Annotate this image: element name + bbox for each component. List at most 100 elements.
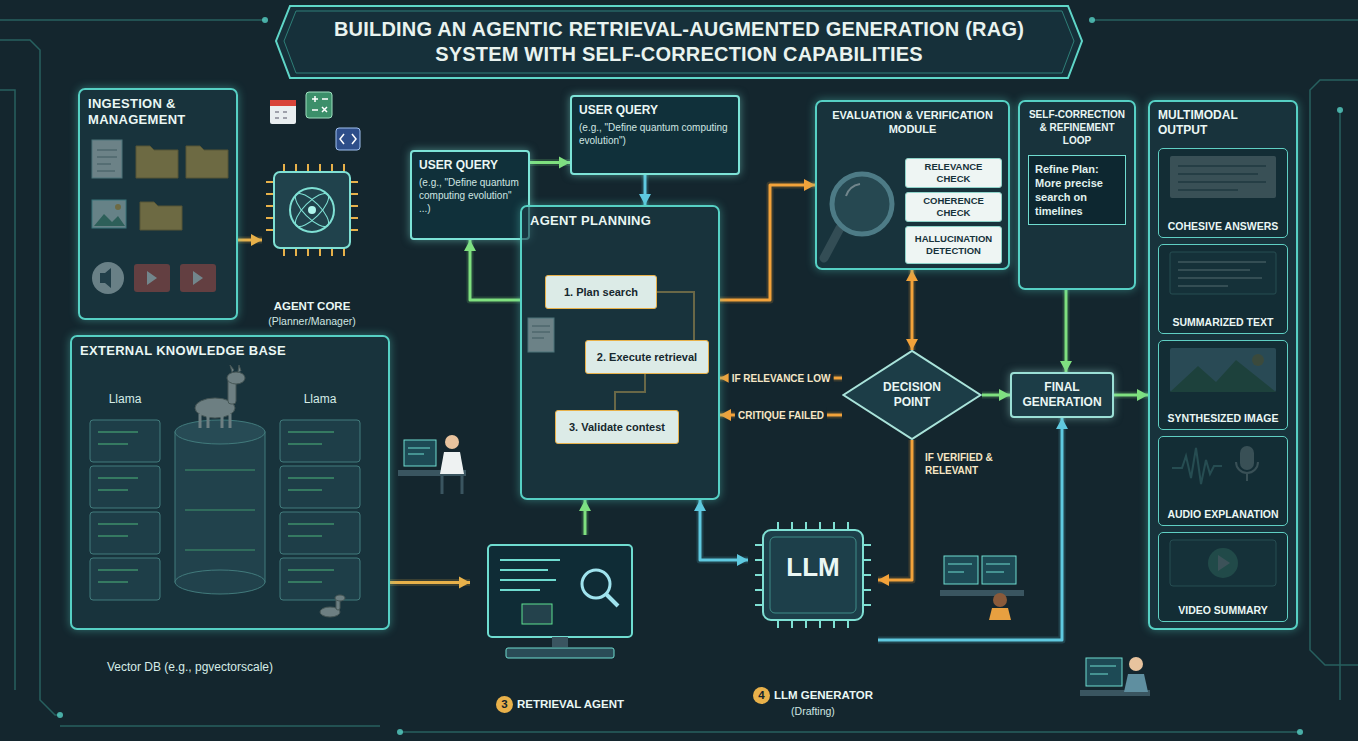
- node-text: (e.g., "Define quantum computing evoluti…: [419, 176, 521, 215]
- connector-line: [470, 240, 520, 300]
- circuit-trace: [1339, 110, 1341, 700]
- final-generation-box: FINAL GENERATION: [1010, 372, 1114, 418]
- node-text: 3: [496, 696, 513, 713]
- code-icon: [336, 128, 360, 150]
- operator-figure: [1080, 657, 1150, 696]
- calendar-icon: [270, 100, 296, 106]
- plan-step: 2. Execute retrieval: [585, 340, 709, 374]
- arrow-head: [906, 339, 918, 350]
- title-banner: [276, 6, 1082, 78]
- operator-figure: [398, 435, 466, 494]
- agent-core-chip: AGENT CORE(Planner/Manager): [262, 160, 362, 330]
- operator-figure: [1129, 657, 1143, 671]
- retrieval-monitor: [522, 604, 552, 624]
- node-text: (e.g., "Define quantum computing evoluti…: [579, 121, 731, 147]
- node-body: EXTERNAL KNOWLEDGE BASE: [80, 343, 380, 359]
- arrow-head: [464, 240, 476, 251]
- connector-line: [700, 500, 748, 560]
- connector: [878, 440, 912, 586]
- connector-glow: [909, 270, 916, 350]
- node-text: (Planner/Manager): [268, 314, 356, 328]
- circuit-node: [397, 729, 403, 735]
- retrieval-agent: 3RETRIEVAL AGENT: [470, 535, 650, 715]
- output-card: SUMMARIZED TEXT: [1158, 244, 1288, 334]
- arrow-head: [906, 270, 918, 281]
- processor-chip: [274, 172, 350, 248]
- connector: [906, 270, 918, 350]
- output-panel: MULTIMODAL OUTPUTCOHESIVE ANSWERSSUMMARI…: [1148, 100, 1298, 630]
- processor-chip: [291, 189, 333, 231]
- llm-chip: [763, 530, 863, 620]
- connector-glow: [700, 500, 748, 560]
- connector: [720, 179, 815, 300]
- operator-figure: [442, 476, 462, 494]
- connector: [579, 500, 591, 535]
- operator-figure: [982, 556, 1016, 584]
- circuit-node: [57, 17, 1343, 735]
- retrieval-monitor: [506, 648, 614, 658]
- circuit-trace: [0, 20, 1358, 732]
- output-card: SYNTHESIZED IMAGE: [1158, 340, 1288, 430]
- node-text: 3. Validate contest: [569, 421, 665, 433]
- edge-label: IF VERIFIED & RELEVANT: [922, 450, 1020, 478]
- node-text: INGESTION & MANAGEMENT: [88, 96, 228, 128]
- connector: [982, 389, 1010, 401]
- connector: [464, 240, 520, 300]
- node-text: AUDIO EXPLANATION: [1167, 508, 1278, 521]
- arrow-head: [1137, 389, 1148, 401]
- connector-glow: [878, 440, 912, 580]
- check-item: COHERENCE CHECK: [905, 192, 1002, 222]
- connector-line: [911, 270, 914, 350]
- arrow-head: [579, 500, 591, 511]
- processor-chip: [308, 206, 316, 214]
- node-text: 2. Execute retrieval: [597, 351, 697, 363]
- operator-figure: [440, 452, 464, 474]
- plan-step: 1. Plan search: [545, 275, 657, 309]
- node-text: 1. Plan search: [564, 286, 638, 298]
- arrow-head: [1056, 418, 1068, 429]
- circuit-trace: [0, 90, 15, 690]
- node-body: SELF-CORRECTION & REFINEMENT LOOPRefine …: [1028, 108, 1126, 225]
- retrieval-monitor: [552, 637, 568, 647]
- node-text: MULTIMODAL OUTPUT: [1158, 108, 1288, 138]
- llm-generator: 4LLM GENERATOR(Drafting)LLM: [748, 520, 878, 720]
- circuit-trace: [1310, 80, 1358, 665]
- arrow-head: [639, 194, 651, 205]
- node-text: 4: [753, 687, 770, 704]
- processor-chip: [266, 164, 358, 256]
- planning-panel: AGENT PLANNING 1. Plan search 2. Execute r…: [520, 205, 720, 500]
- node-body: AGENT PLANNING: [530, 213, 710, 229]
- arrow-head: [559, 157, 570, 169]
- operator-figure: [408, 448, 430, 454]
- node-text: SUMMARIZED TEXT: [1173, 316, 1274, 329]
- circuit-node: [1337, 107, 1343, 113]
- node-body: SUMMARIZED TEXT: [1173, 316, 1274, 329]
- node-body: 2. Execute retrieval: [597, 351, 697, 363]
- connector: [1060, 290, 1072, 372]
- connector-glow: [720, 185, 815, 300]
- connector: [530, 157, 570, 169]
- connector-line: [878, 418, 1062, 640]
- output-card: VIDEO SUMMARY: [1158, 532, 1288, 622]
- circuit-trace: [1092, 19, 1358, 21]
- connector: [1114, 389, 1148, 401]
- node-body: SYNTHESIZED IMAGE: [1168, 412, 1279, 425]
- node-text: VIDEO SUMMARY: [1178, 604, 1267, 617]
- node-text: HALLUCINATION DETECTION: [910, 233, 997, 257]
- circuit-trace: [0, 40, 60, 715]
- node-text: USER QUERY: [579, 103, 731, 118]
- node-body: DECISION POINT: [869, 380, 955, 410]
- edge-label: CRITIQUE FAILED: [735, 408, 827, 423]
- arrow-head: [459, 577, 470, 589]
- node-body: VIDEO SUMMARY: [1178, 604, 1267, 617]
- retrieval-monitor: [488, 545, 632, 658]
- node-body: AGENT CORE(Planner/Manager): [264, 299, 360, 328]
- retrieval-monitor: [500, 560, 560, 590]
- operator-figure: [989, 608, 1011, 620]
- circuit-node: [1089, 17, 1095, 23]
- self-correction-panel: SELF-CORRECTION & REFINEMENT LOOPRefine …: [1018, 100, 1136, 290]
- check-item: RELEVANCE CHECK: [905, 158, 1002, 188]
- math-icon: [306, 92, 332, 118]
